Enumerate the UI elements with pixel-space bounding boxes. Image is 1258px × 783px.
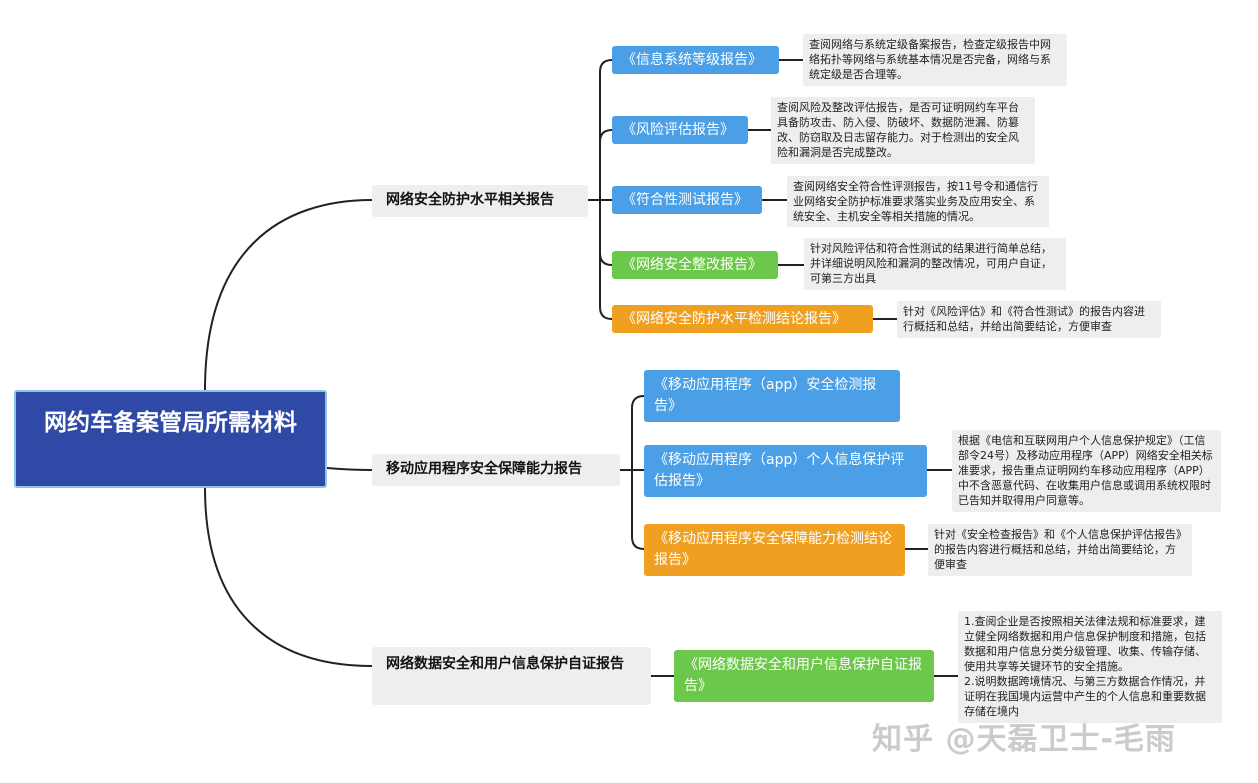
item-compliance-report[interactable]: 《符合性测试报告》 (612, 186, 762, 214)
note-app-conclusion: 针对《安全检查报告》和《个人信息保护评估报告》的报告内容进行概括和总结，并给出简… (928, 524, 1192, 576)
item-app-security-report[interactable]: 《移动应用程序（app）安全检测报告》 (644, 370, 900, 422)
link-root-branch3 (204, 487, 373, 667)
item-app-privacy-report[interactable]: 《移动应用程序（app）个人信息保护评估报告》 (644, 445, 927, 497)
link-root-branch1 (204, 199, 373, 391)
item-level-report[interactable]: 《信息系统等级报告》 (612, 46, 779, 74)
note-level-report: 查阅网络与系统定级备案报告，检查定级报告中网络拓扑等网络与系统基本情况是否完备，… (803, 34, 1067, 86)
item-app-conclusion-report[interactable]: 《移动应用程序安全保障能力检测结论报告》 (644, 524, 905, 576)
link-b2-i3 (631, 470, 645, 550)
note-app-privacy-report: 根据《电信和互联网用户个人信息保护规定》（工信部令24号）及移动应用程序（APP… (952, 430, 1221, 512)
link-root-branch2 (326, 467, 373, 471)
item-data-selfcert-report[interactable]: 《网络数据安全和用户信息保护自证报告》 (674, 650, 934, 702)
link-b1-i4 (599, 200, 613, 266)
branch-network-security[interactable]: 网络安全防护水平相关报告 (372, 185, 588, 217)
watermark: 知乎 @天磊卫士-毛雨 (872, 722, 1176, 757)
item-protection-conclusion-report[interactable]: 《网络安全防护水平检测结论报告》 (612, 305, 873, 333)
note-compliance-report: 查阅网络安全符合性评测报告，按11号令和通信行业网络安全防护标准要求落实业务及应… (787, 176, 1049, 227)
link-b1-i1 (599, 59, 613, 200)
branch-mobile-app[interactable]: 移动应用程序安全保障能力报告 (372, 454, 620, 486)
note-rectify-report: 针对风险评估和符合性测试的结果进行简单总结，并详细说明风险和漏洞的整改情况，可用… (804, 238, 1066, 290)
link-b2-i1 (631, 395, 645, 470)
item-rectify-report[interactable]: 《网络安全整改报告》 (612, 251, 778, 279)
note-protection-conclusion: 针对《风险评估》和《符合性测试》的报告内容进行概括和总结，并给出简要结论，方便审… (897, 301, 1161, 338)
link-b1-i2 (599, 129, 613, 200)
link-b1-i5 (599, 200, 613, 320)
branch-data-protection[interactable]: 网络数据安全和用户信息保护自证报告 (372, 647, 651, 705)
note-risk-report: 查阅风险及整改评估报告，是否可证明网约车平台具备防攻击、防入侵、防破坏、数据防泄… (771, 97, 1035, 164)
item-risk-report[interactable]: 《风险评估报告》 (612, 116, 748, 144)
note-data-selfcert: 1.查阅企业是否按照相关法律法规和标准要求，建立健全网络数据和用户信息保护制度和… (958, 611, 1222, 723)
root-topic[interactable]: 网约车备案管局所需材料 (14, 390, 327, 488)
